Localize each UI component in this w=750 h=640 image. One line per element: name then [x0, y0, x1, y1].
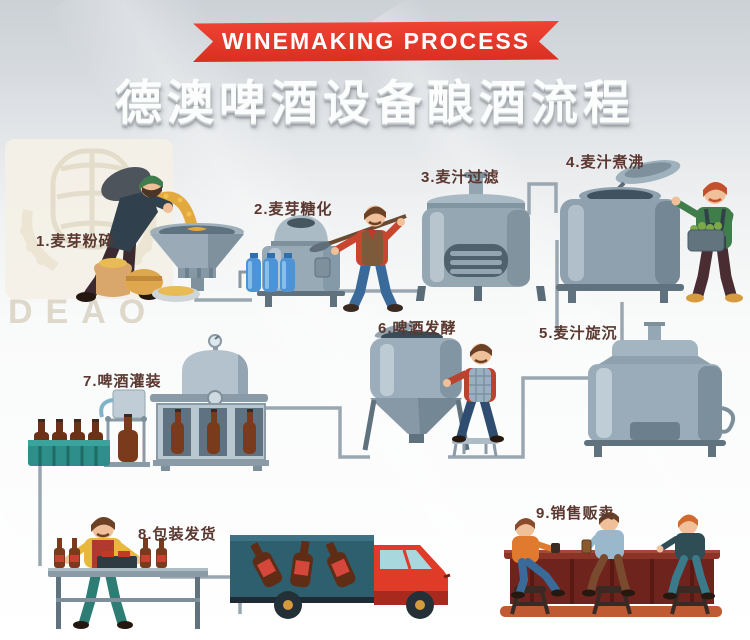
lauter-tun-illustration — [415, 172, 547, 301]
station-packing — [20, 510, 250, 636]
grain-sacks — [94, 258, 200, 302]
watermark-brand: DEAO — [8, 293, 159, 331]
step-label-packing: 8.包装发货 — [138, 526, 217, 543]
step-label-selling: 9.销售贩卖 — [536, 505, 615, 522]
step-label-wort-whirlpool: 5.麦汁旋沉 — [539, 325, 618, 342]
fermenter-illustration — [362, 322, 504, 457]
bottling-line-illustration — [28, 334, 269, 471]
brewer-figure — [309, 205, 407, 312]
station-malt-saccharification — [238, 192, 423, 314]
step-label-beer-fermentation: 6.啤酒发酵 — [378, 320, 457, 337]
page-title: 德澳啤酒设备酿酒流程 — [115, 76, 635, 129]
customer-orange-shirt — [511, 517, 565, 599]
malt-crushing-illustration — [76, 167, 244, 302]
step-label-malt-saccharification: 2.麦芽糖化 — [254, 201, 333, 218]
water-canisters — [238, 253, 295, 292]
station-beer-fermentation — [352, 322, 507, 463]
boil-kettle-illustration — [556, 160, 743, 303]
step-label-malt-crushing: 1.麦芽粉碎 — [36, 233, 115, 250]
packing-table-illustration — [48, 516, 208, 629]
customer-teal-jacket — [656, 514, 715, 600]
station-selling — [492, 498, 742, 634]
bottle-crate — [28, 419, 110, 466]
station-wort-whirlpool — [560, 322, 740, 458]
worker-figure — [76, 167, 173, 302]
hops-worker-figure — [671, 181, 743, 303]
ribbon-banner: WINEMAKING PROCESS — [193, 21, 559, 62]
station-wort-boiling — [548, 155, 744, 305]
station-beer-filling — [10, 330, 270, 471]
mash-tun-illustration — [238, 205, 407, 312]
step-label-beer-filling: 7.啤酒灌装 — [83, 373, 162, 390]
fermentation-worker-figure — [443, 343, 504, 457]
station-malt-crushing — [8, 142, 258, 307]
whirlpool-tank-illustration — [584, 322, 736, 457]
customer-blue-shirt — [581, 511, 635, 597]
delivery-truck — [228, 515, 468, 631]
step-label-wort-filtration: 3.麦汁过滤 — [421, 169, 500, 186]
truck-illustration — [230, 535, 451, 619]
bar-scene-illustration — [500, 511, 722, 617]
step-label-wort-boiling: 4.麦汁煮沸 — [566, 154, 645, 171]
station-wort-filtration — [412, 172, 547, 303]
banner-title: WINEMAKING PROCESS — [221, 28, 531, 54]
cargo-bottles — [250, 540, 356, 588]
